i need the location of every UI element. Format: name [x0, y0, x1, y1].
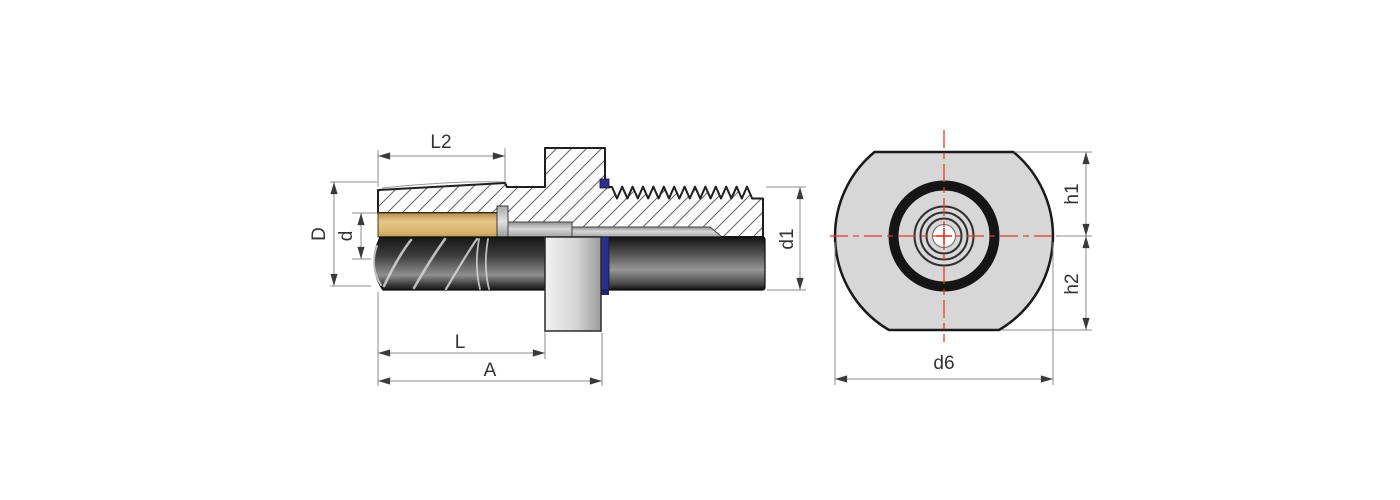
clamp-flange-block: [544, 236, 602, 332]
dim-label-d1: d1: [777, 228, 798, 249]
dim-label-h2: h2: [1062, 273, 1083, 294]
front-view: h1 h2 d6: [830, 130, 1092, 385]
dim-label-h1: h1: [1062, 183, 1083, 204]
dim-label-d: d: [336, 231, 357, 242]
inner-sleeve-front: [507, 221, 573, 238]
tool-shank-gold: [377, 212, 498, 238]
centerlines: [830, 130, 1058, 342]
dim-label-A: A: [484, 360, 497, 381]
clamping-shaft: [606, 236, 766, 291]
side-view-extension-lines: [330, 148, 806, 386]
seal-ring-lower-stub: [600, 288, 609, 295]
holder-body-section: [377, 147, 764, 238]
dim-label-L: L: [455, 332, 466, 353]
seal-ring-upper: [599, 178, 610, 189]
front-view-dimension-lines: [835, 152, 1090, 383]
end-mill-flutes: [372, 237, 490, 291]
dim-label-D: D: [309, 227, 330, 241]
side-view-dimension-lines: [330, 152, 804, 385]
body-top-highlight: [381, 181, 505, 189]
dim-label-L2: L2: [430, 132, 451, 153]
dim-label-d6: d6: [933, 353, 954, 374]
inner-sleeve-rear: [571, 226, 724, 238]
seal-ring-lower: [600, 236, 610, 291]
side-section-view: L2 D d d1 L A: [309, 132, 806, 386]
shank-end-cap: [496, 205, 509, 238]
